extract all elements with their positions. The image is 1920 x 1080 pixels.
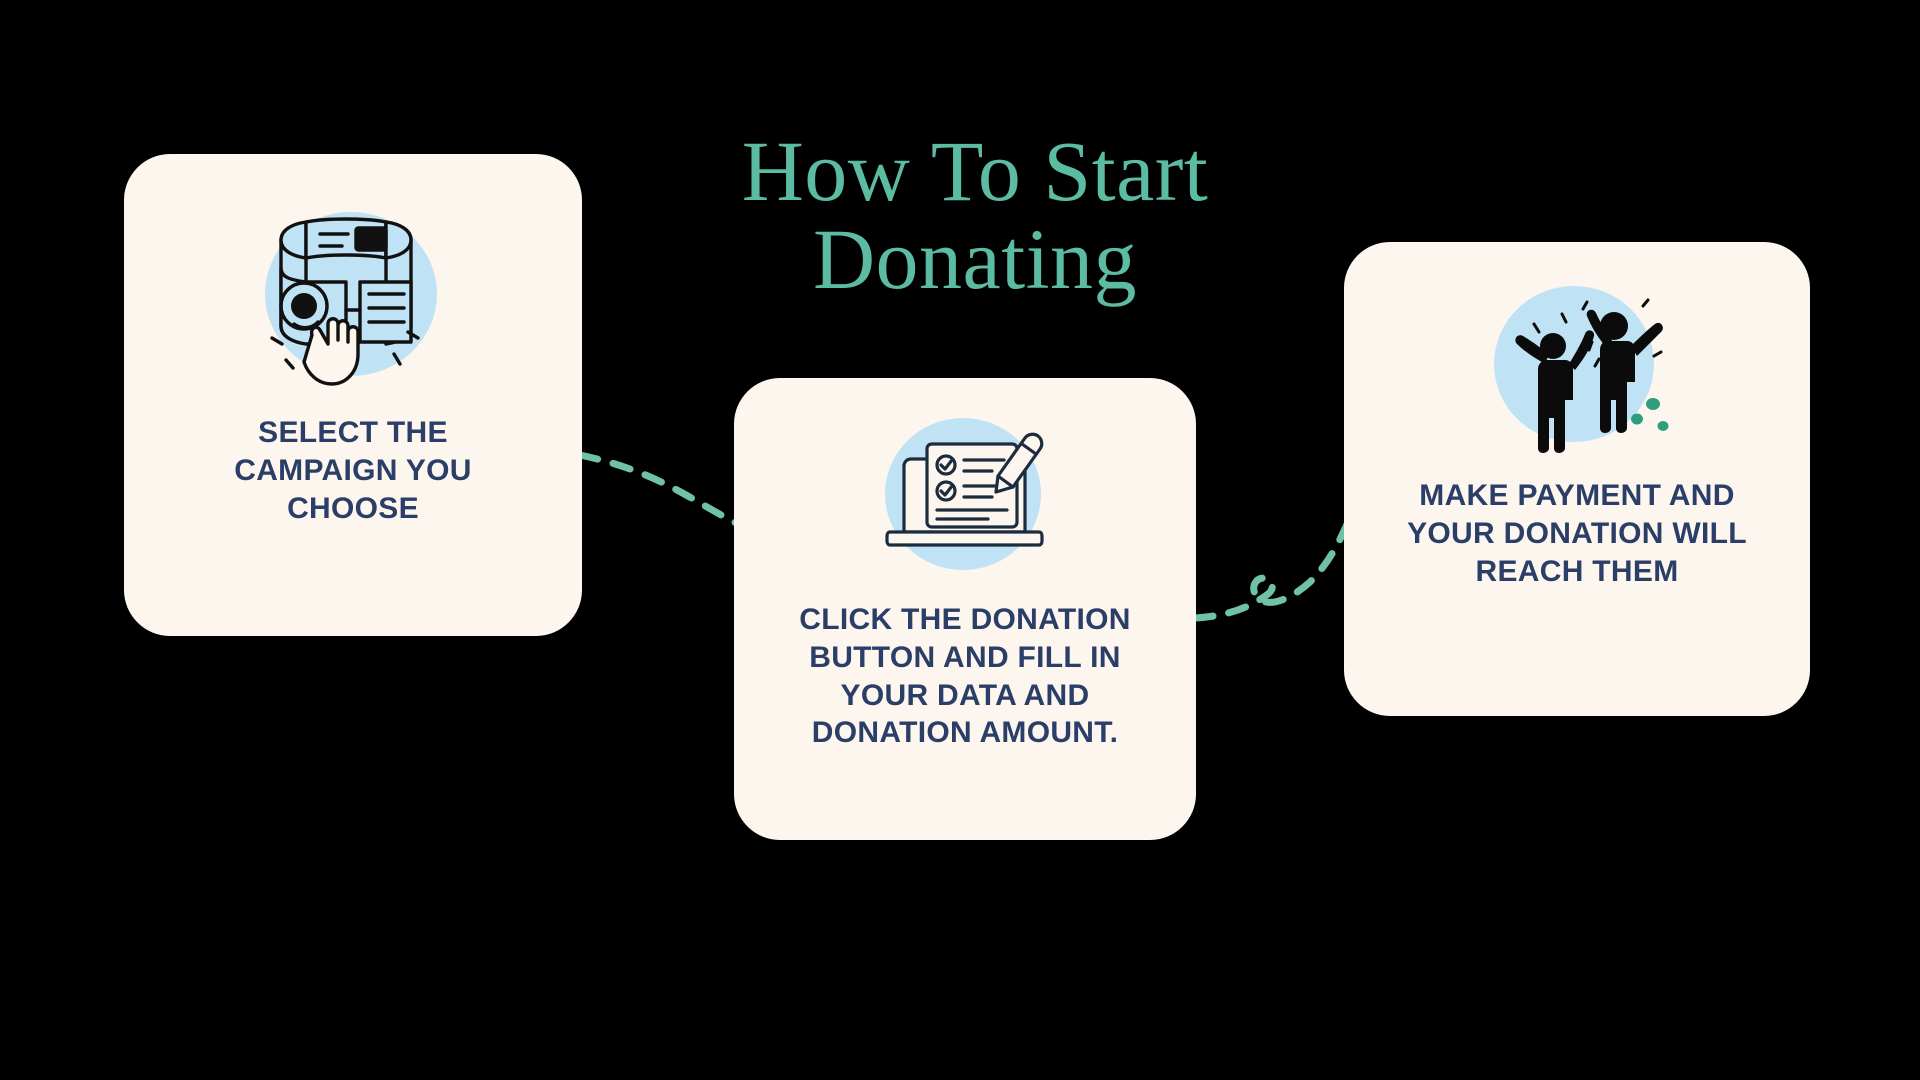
step-card-label: CLICK THE DONATION BUTTON AND FILL IN YO… [799, 603, 1131, 750]
step-card-make-payment[interactable]: MAKE PAYMENT AND YOUR DONATION WILL REAC… [1344, 242, 1810, 716]
page-title: How To Start Donating [741, 123, 1209, 307]
fill-donation-form-icon [870, 410, 1060, 575]
step-card-fill-donation-form[interactable]: CLICK THE DONATION BUTTON AND FILL IN YO… [734, 378, 1196, 840]
celebrating-people-icon [1477, 278, 1677, 453]
select-campaign-icon [248, 202, 458, 392]
step-card-label: SELECT THE CAMPAIGN YOU CHOOSE [234, 416, 472, 525]
step-card-select-campaign[interactable]: SELECT THE CAMPAIGN YOU CHOOSE [124, 154, 582, 636]
connector-1-to-2 [576, 451, 744, 529]
connector-2-to-3 [1191, 518, 1352, 622]
step-card-label: MAKE PAYMENT AND YOUR DONATION WILL REAC… [1407, 479, 1747, 588]
